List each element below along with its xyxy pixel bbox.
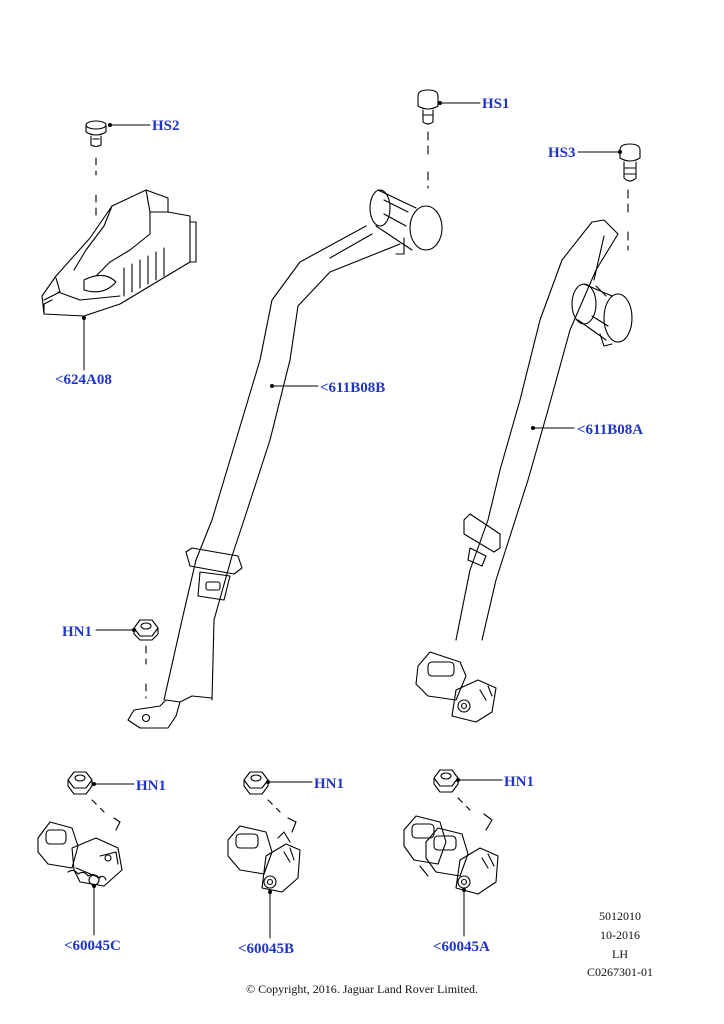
callout-60045c: <60045C xyxy=(64,938,121,954)
callout-hs1: HS1 xyxy=(482,96,510,112)
nut-hn1-b xyxy=(243,771,269,795)
figure-side: LH xyxy=(612,947,628,961)
buckle-60045c xyxy=(37,821,123,887)
callout-60045b: <60045B xyxy=(238,941,295,957)
leader-lines xyxy=(83,102,621,939)
nut-hn1-c xyxy=(67,771,93,795)
callout-hn1-b: HN1 xyxy=(314,776,344,792)
callout-hn1-c: HN1 xyxy=(136,778,166,794)
callout-611b08a: <611B08A xyxy=(577,422,644,438)
callout-hs2: HS2 xyxy=(152,118,180,134)
callout-611b08b: <611B08B xyxy=(320,380,386,396)
seat-belt-611b08b xyxy=(127,189,443,729)
bolt-hs2 xyxy=(85,120,107,148)
figure-date: 10-2016 xyxy=(600,928,640,942)
copyright-notice: © Copyright, 2016. Jaguar Land Rover Lim… xyxy=(245,982,479,996)
trim-panel-624a08 xyxy=(41,189,197,317)
bolt-hs3 xyxy=(619,143,641,182)
nut-hn1-mid xyxy=(133,619,159,641)
buckle-60045a xyxy=(403,815,499,895)
figure-id: C0267301-01 xyxy=(587,965,653,979)
callout-hn1-a: HN1 xyxy=(504,774,534,790)
callout-hs3: HS3 xyxy=(548,145,576,161)
callout-60045a: <60045A xyxy=(433,939,490,955)
figure-code: 5012010 xyxy=(599,909,641,923)
buckle-60045b xyxy=(227,825,301,893)
leader-dots xyxy=(82,101,622,894)
seat-belt-611b08a xyxy=(415,219,633,723)
bolt-hs1 xyxy=(417,89,439,125)
nut-hn1-a xyxy=(433,769,459,793)
callout-624a08: <624A08 xyxy=(55,372,112,388)
callout-hn1-mid: HN1 xyxy=(62,624,92,640)
